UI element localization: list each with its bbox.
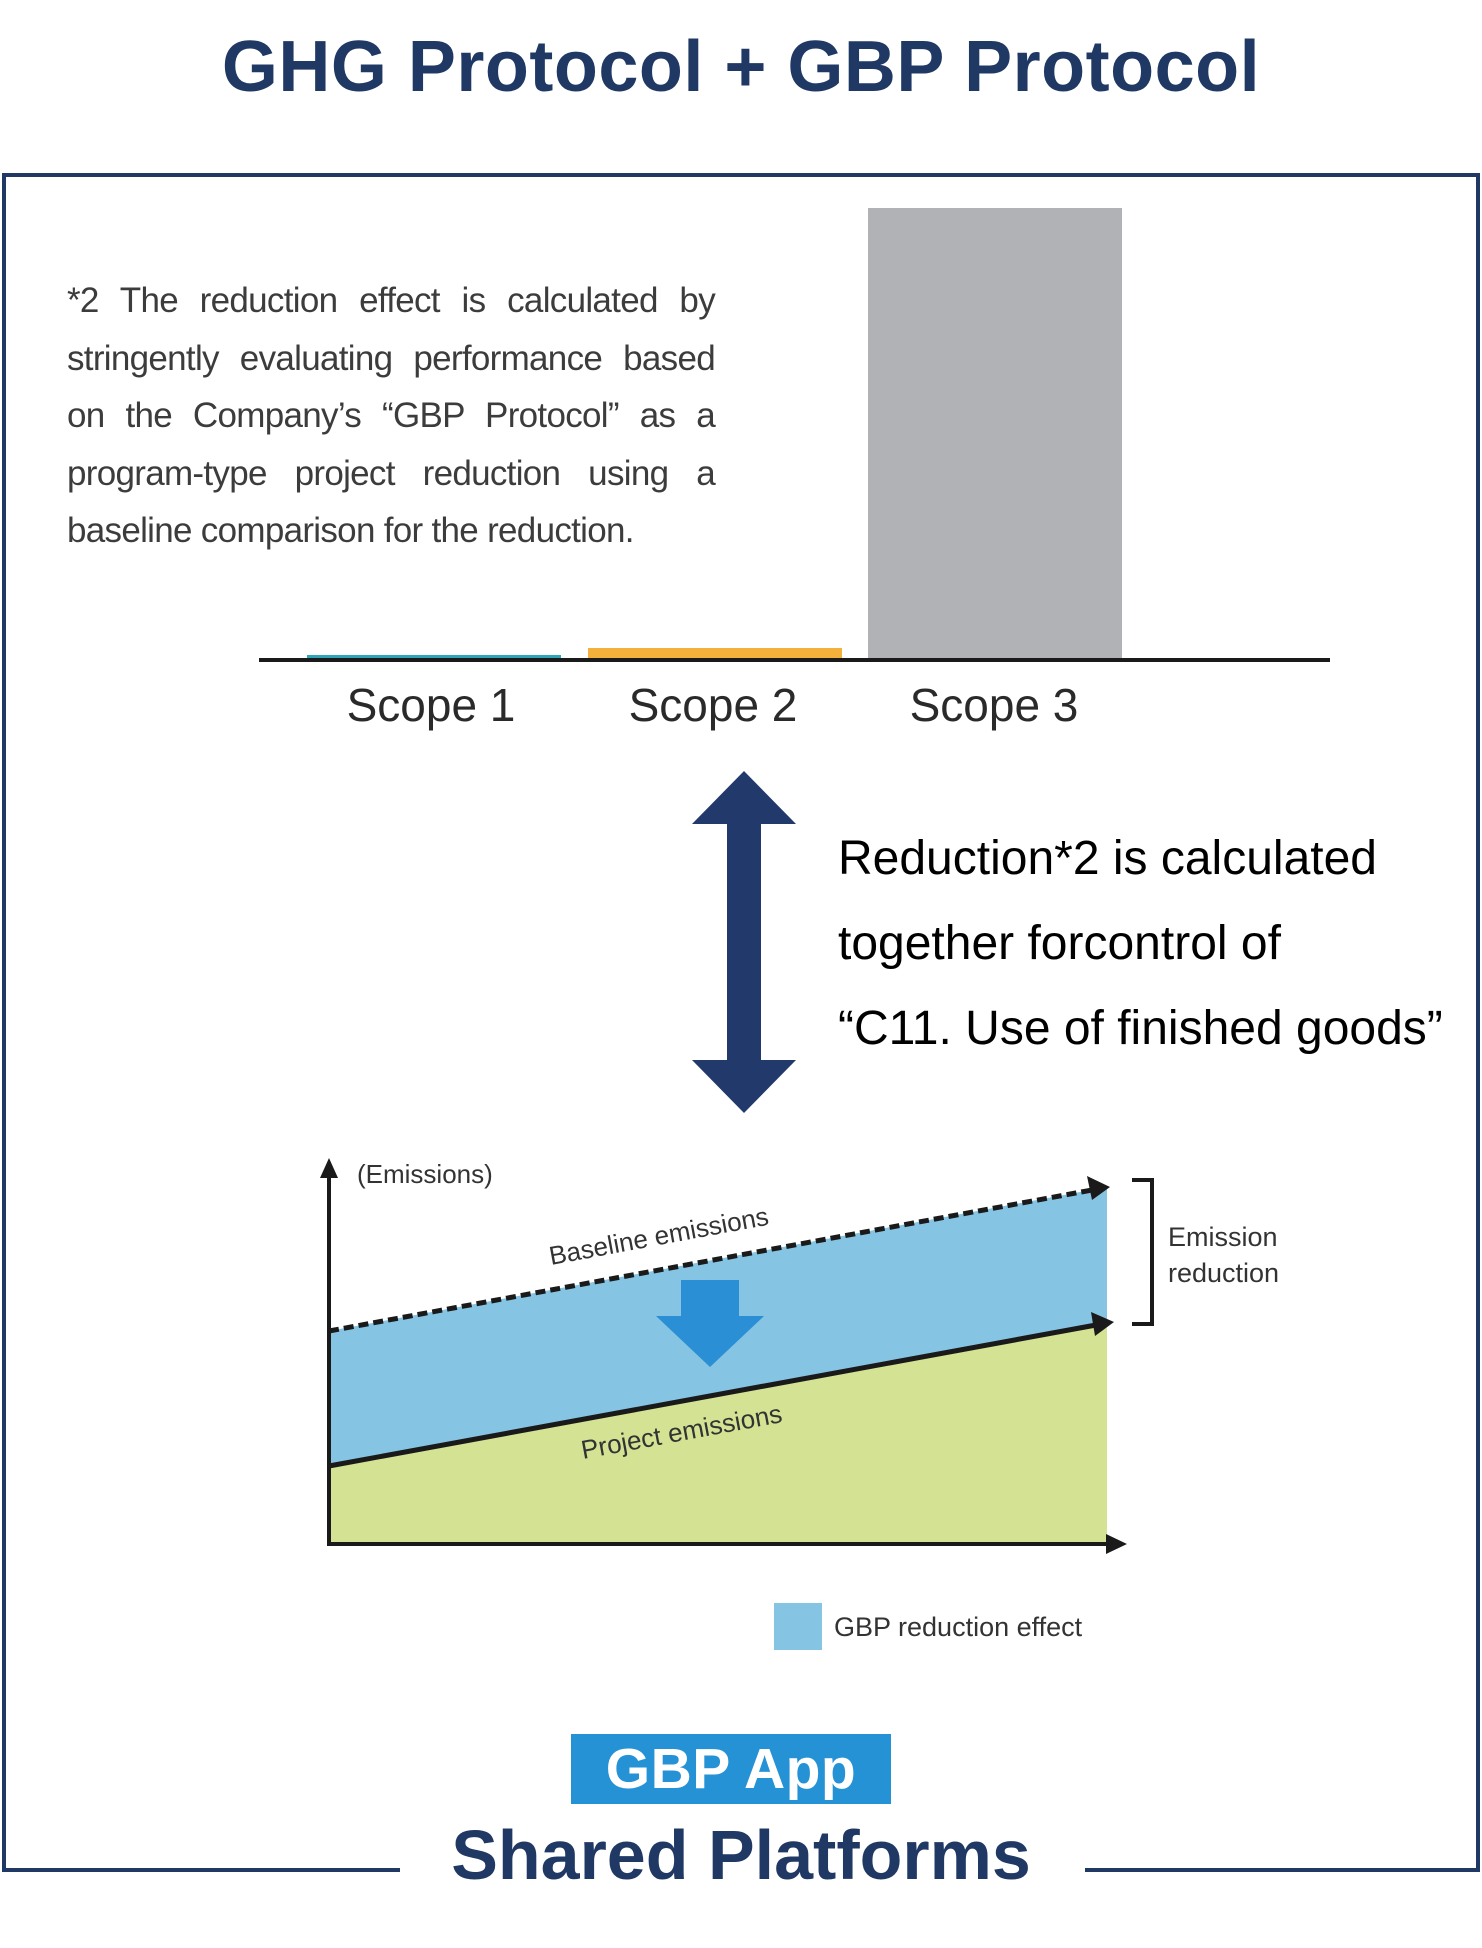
page-title: GHG Protocol + GBP Protocol xyxy=(221,27,1261,107)
legend-label: GBP reduction effect xyxy=(834,1612,1083,1642)
reduction-note: Reduction*2 is calculated together forco… xyxy=(838,816,1478,1071)
shared-platforms-label: Shared Platforms xyxy=(451,1816,1031,1894)
legend-swatch xyxy=(774,1603,822,1650)
y-axis-arrowhead-icon xyxy=(320,1158,338,1178)
y-axis-label: (Emissions) xyxy=(357,1159,493,1189)
project-emissions-area xyxy=(329,1322,1107,1544)
footnote-text: *2 The reduction effect is calculated by… xyxy=(67,281,716,550)
scope-1-bar xyxy=(307,655,561,660)
bracket-label-line-2: reduction xyxy=(1168,1258,1279,1288)
scope-1-label: Scope 1 xyxy=(346,679,516,731)
gbp-app-badge: GBP App xyxy=(571,1734,891,1804)
x-axis-arrowhead-icon xyxy=(1106,1534,1127,1554)
reduction-down-arrow-icon xyxy=(656,1280,764,1367)
scope-3-bar xyxy=(868,208,1122,660)
reduction-bracket xyxy=(1132,1178,1154,1326)
baseline-arrowhead-icon xyxy=(1087,1176,1110,1200)
scope-2-label: Scope 2 xyxy=(628,679,798,731)
reduction-note-line-2: together forcontrol of xyxy=(838,917,1281,970)
scope-3-label: Scope 3 xyxy=(909,679,1079,731)
scope-chart xyxy=(259,208,1330,662)
double-arrow-icon xyxy=(692,771,796,1113)
project-arrowhead-icon xyxy=(1091,1312,1114,1336)
reduction-note-line-3: “C11. Use of finished goods” xyxy=(838,1002,1443,1055)
project-emissions-line xyxy=(328,1322,1097,1469)
content-frame xyxy=(2,173,1480,1872)
scope-2-bar xyxy=(588,648,842,660)
reduction-note-line-1: Reduction*2 is calculated xyxy=(838,832,1377,885)
emissions-diagram: (Emissions) Baseline emissions Project e… xyxy=(320,1158,1279,1650)
baseline-emissions-line xyxy=(328,1187,1093,1334)
bracket-label-line-1: Emission xyxy=(1168,1222,1278,1252)
